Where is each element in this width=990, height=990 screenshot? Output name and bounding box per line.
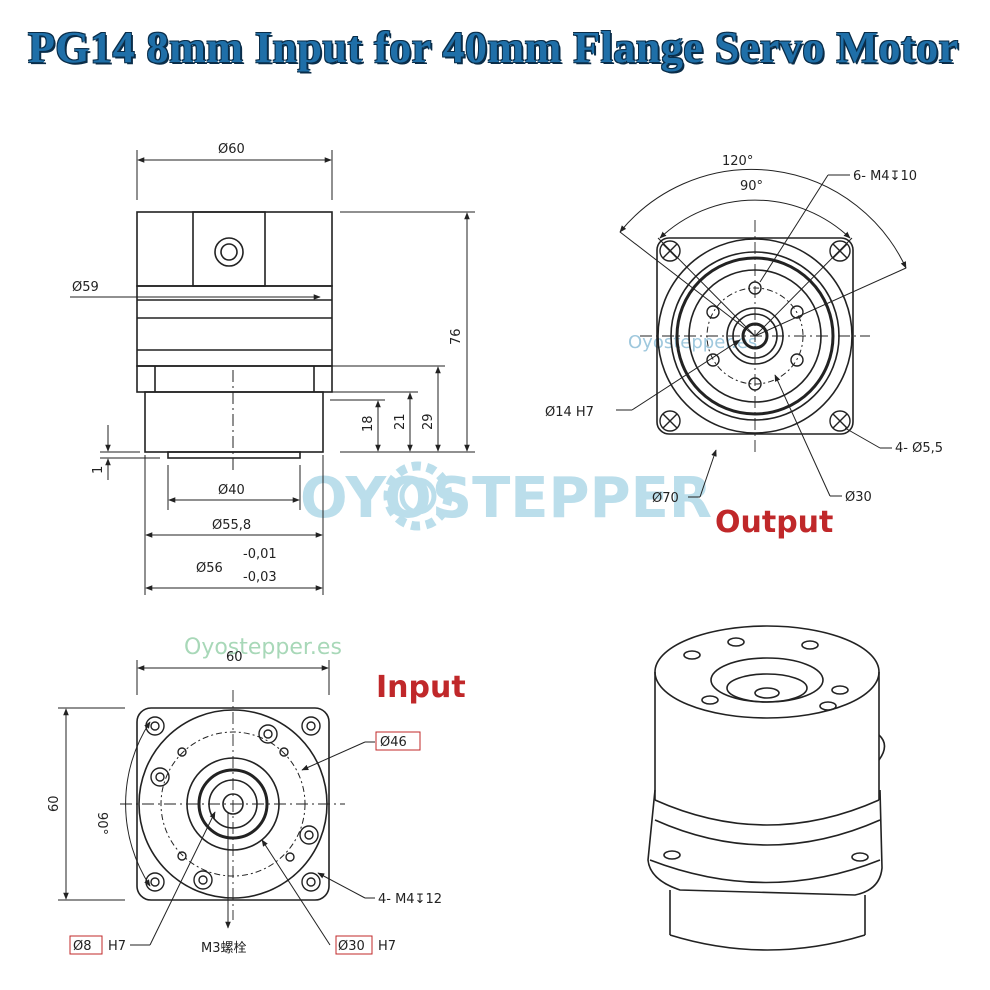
isometric-view bbox=[647, 625, 886, 951]
side-view bbox=[70, 150, 475, 595]
tol-label: H7 bbox=[378, 939, 396, 954]
angle-label: 90° bbox=[740, 179, 763, 194]
brand-logo-text: OYOSTEPPER bbox=[300, 466, 712, 531]
dim-label: Ø56 bbox=[196, 561, 223, 576]
dim-box bbox=[375, 731, 421, 751]
bolt-label: M3螺栓 bbox=[201, 941, 247, 956]
dim-label: Ø46 bbox=[380, 735, 407, 750]
dim-label: 18 bbox=[361, 415, 376, 432]
page-title: PG14 8mm Input for 40mm Flange Servo Mot… bbox=[28, 23, 959, 72]
dim-label: -0,03 bbox=[243, 570, 277, 585]
dim-label: Ø40 bbox=[218, 483, 245, 498]
dim-box bbox=[335, 935, 373, 955]
dim-label: Ø55,8 bbox=[212, 518, 251, 533]
input-view-dimensions: 60 60 90° Ø46 4- M4↧12 Ø8 H7 M3螺栓 Ø30 H7 bbox=[47, 650, 442, 956]
dim-label: Ø60 bbox=[218, 142, 245, 157]
dim-label: Ø30 bbox=[845, 490, 872, 505]
holes-label: 6- M4↧10 bbox=[853, 169, 917, 184]
output-view-dimensions: 120° 90° 6- M4↧10 Ø14 H7 4- Ø5,5 Ø70 Ø30 bbox=[545, 154, 943, 506]
dim-label: 29 bbox=[421, 413, 436, 430]
site-watermark: Oyostepper.es bbox=[184, 635, 342, 660]
output-view bbox=[616, 168, 907, 498]
dim-label: Ø59 bbox=[72, 280, 99, 295]
gear-icon bbox=[383, 461, 453, 531]
dim-label: -0,01 bbox=[243, 547, 277, 562]
angle-label: 120° bbox=[722, 154, 753, 169]
dim-label: Ø8 bbox=[73, 939, 92, 954]
side-view-dimensions: Ø60 Ø59 76 29 21 18 1 Ø40 Ø55,8 Ø56 -0,0… bbox=[72, 142, 464, 585]
dim-label: Ø30 bbox=[338, 939, 365, 954]
holes-label: 4- M4↧12 bbox=[378, 892, 442, 907]
dim-label: 21 bbox=[393, 413, 408, 430]
dim-label: 60 bbox=[226, 650, 243, 665]
bore-label: Ø14 H7 bbox=[545, 405, 594, 420]
dim-label: 1 bbox=[91, 466, 106, 474]
angle-label: 90° bbox=[94, 812, 109, 835]
dim-label: 76 bbox=[449, 328, 464, 345]
output-label: Output bbox=[715, 505, 833, 540]
dim-label: 60 bbox=[47, 795, 62, 812]
brand-watermark: OYOSTEPPER bbox=[300, 461, 712, 531]
corner-holes-label: 4- Ø5,5 bbox=[895, 441, 943, 456]
tol-label: H7 bbox=[108, 939, 126, 954]
input-view bbox=[58, 660, 375, 946]
dim-box bbox=[69, 935, 103, 955]
input-label: Input bbox=[376, 670, 466, 705]
site-watermark: Oyostepper.es bbox=[628, 332, 757, 353]
dim-label: Ø70 bbox=[652, 491, 679, 506]
